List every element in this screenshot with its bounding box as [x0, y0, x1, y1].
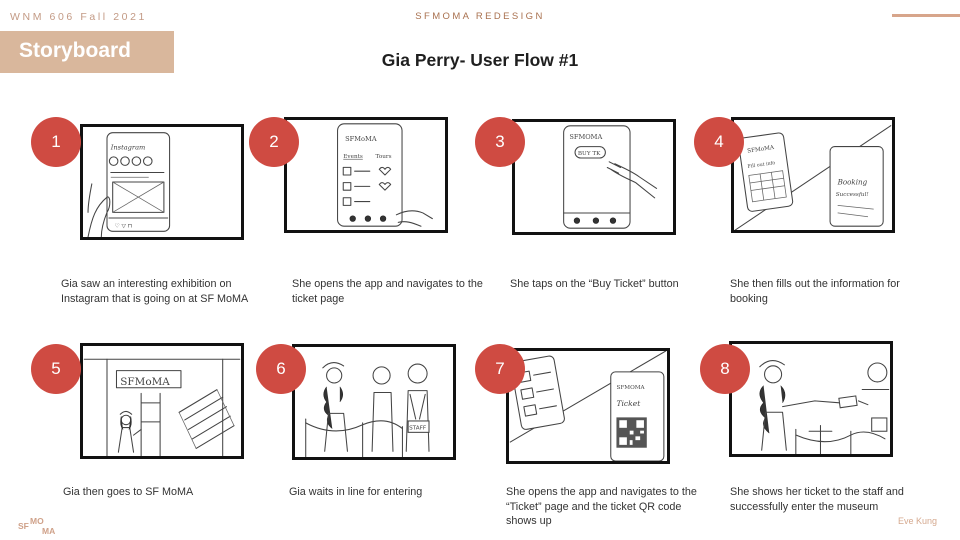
- course-label: WNM 606 Fall 2021: [10, 11, 147, 23]
- step-badge-1: 1: [31, 117, 81, 167]
- svg-text:Fill out info: Fill out info: [747, 160, 776, 170]
- section-label: Storyboard: [0, 31, 174, 73]
- svg-text:SFMoMA: SFMoMA: [120, 376, 170, 388]
- svg-text:Ticket: Ticket: [616, 399, 641, 408]
- storyboard-frame-5: SFMoMA: [80, 343, 244, 459]
- svg-text:BUY TK: BUY TK: [578, 151, 601, 157]
- svg-text:♡ ▽ ⊓: ♡ ▽ ⊓: [115, 223, 132, 230]
- svg-text:Events: Events: [343, 154, 363, 160]
- booking-form-sketch: SFMoMA Fill out info Booking Successful!: [734, 125, 892, 230]
- storyboard-frame-7: SFMOMA Ticket: [506, 348, 670, 464]
- show-ticket-staff-sketch: [759, 360, 890, 454]
- app-ticket-page-sketch: SFMoMA Events Tours: [337, 123, 433, 227]
- storyboard-frame-4: SFMoMA Fill out info Booking Successful!: [731, 117, 895, 233]
- sfmoma-logo: SF MO MA: [18, 516, 56, 536]
- svg-text:STAFF: STAFF: [409, 426, 426, 432]
- step-badge-4: 4: [694, 117, 744, 167]
- phone-instagram-sketch: Instagram ♡ ▽ ⊓: [87, 132, 171, 237]
- storyboard-frame-8: [729, 341, 893, 457]
- ticket-qr-code-sketch: SFMOMA Ticket: [509, 351, 667, 461]
- step-badge-3: 3: [475, 117, 525, 167]
- step-caption-2: She opens the app and navigates to the t…: [292, 278, 483, 305]
- step-badge-6: 6: [256, 344, 306, 394]
- step-caption-4: She then fills out the information for b…: [730, 278, 900, 305]
- svg-text:Tours: Tours: [375, 154, 391, 160]
- step-caption-8: She shows her ticket to the staff and su…: [730, 486, 904, 513]
- step-caption-3: She taps on the “Buy Ticket” button: [510, 278, 679, 290]
- step-badge-5: 5: [31, 344, 81, 394]
- svg-text:SFMoMA: SFMoMA: [345, 135, 377, 143]
- step-caption-1: Gia saw an interesting exhibition on Ins…: [61, 278, 249, 305]
- project-title: SFMOMA REDESIGN: [415, 11, 545, 22]
- museum-entrance-sketch: SFMoMA: [83, 358, 241, 456]
- svg-text:Successful!: Successful!: [836, 192, 869, 198]
- step-badge-2: 2: [249, 117, 299, 167]
- storyboard-frame-6: STAFF: [292, 344, 456, 460]
- step-caption-6: Gia waits in line for entering: [289, 486, 423, 498]
- header-accent-bar: [892, 14, 960, 17]
- step-badge-7: 7: [475, 344, 525, 394]
- page-title: Gia Perry- User Flow #1: [381, 50, 579, 70]
- svg-text:SFMoMA: SFMoMA: [747, 145, 775, 155]
- storyboard-frame-1: Instagram ♡ ▽ ⊓: [80, 124, 244, 240]
- waiting-in-line-sketch: STAFF: [305, 362, 430, 457]
- author-name: Eve Kung: [898, 516, 938, 526]
- storyboard-frame-2: SFMoMA Events Tours: [284, 117, 448, 233]
- step-badge-8: 8: [700, 344, 750, 394]
- buy-ticket-tap-sketch: SFMOMA BUY TK: [563, 125, 658, 229]
- storyboard-frame-3: SFMOMA BUY TK: [512, 119, 676, 235]
- svg-text:Instagram: Instagram: [110, 144, 146, 152]
- svg-text:Booking: Booking: [837, 177, 868, 186]
- svg-text:SFMOMA: SFMOMA: [616, 385, 645, 391]
- svg-text:SFMOMA: SFMOMA: [569, 133, 602, 141]
- step-caption-5: Gia then goes to SF MoMA: [63, 486, 194, 498]
- step-caption-7: She opens the app and navigates to the “…: [506, 486, 697, 527]
